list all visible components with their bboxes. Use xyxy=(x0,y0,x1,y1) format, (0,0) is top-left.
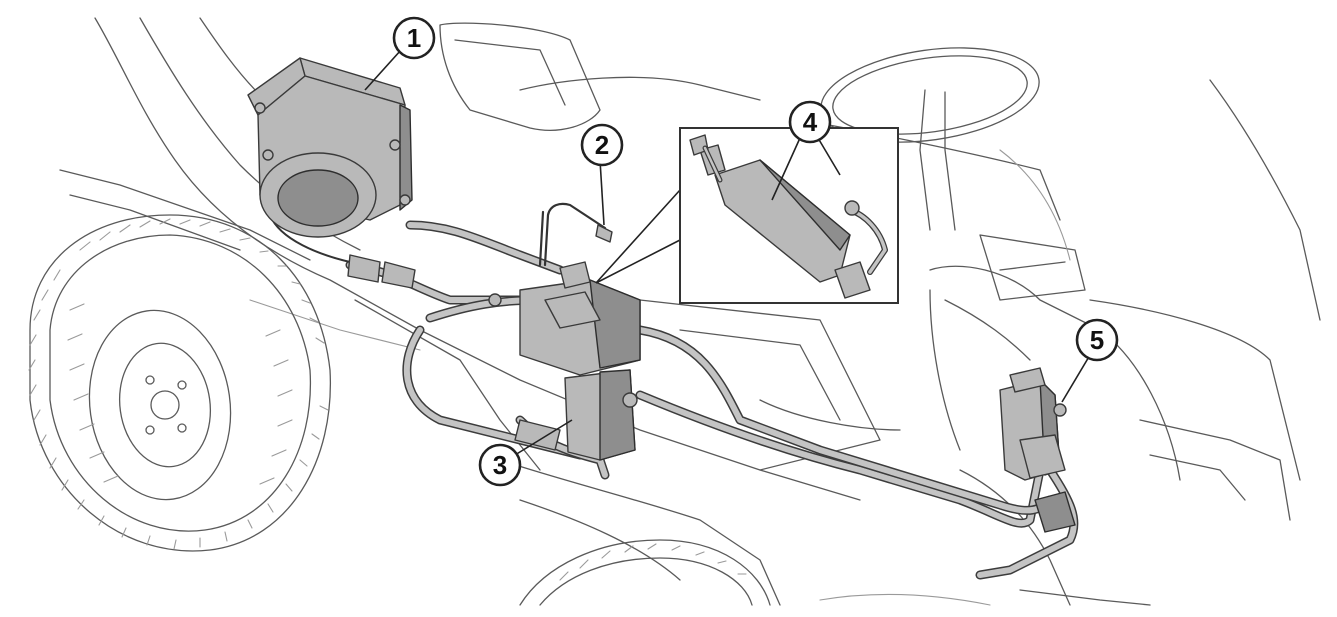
callout-5: 5 xyxy=(1075,318,1119,362)
rear-tire xyxy=(28,214,332,552)
leader-lines xyxy=(364,39,1091,456)
control-valve xyxy=(999,367,1076,533)
callout-4: 4 xyxy=(788,100,832,144)
breather-fitting xyxy=(595,224,613,243)
reservoir-tank xyxy=(247,57,413,238)
mower-body-outline xyxy=(59,17,1321,606)
callout-3: 3 xyxy=(478,443,522,487)
oil-cooler-part xyxy=(689,134,888,299)
pump-valve-assembly xyxy=(347,254,641,461)
callout-3-label: 3 xyxy=(493,450,507,480)
callout-5-label: 5 xyxy=(1090,325,1104,355)
callout-1-label: 1 xyxy=(407,23,421,53)
front-tire xyxy=(519,539,771,606)
callout-2-label: 2 xyxy=(595,130,609,160)
callout-2: 2 xyxy=(580,123,624,167)
callout-1: 1 xyxy=(392,16,436,60)
detail-inset xyxy=(595,127,899,304)
hydraulic-hoses xyxy=(269,202,1079,580)
callout-4-label: 4 xyxy=(803,107,818,137)
